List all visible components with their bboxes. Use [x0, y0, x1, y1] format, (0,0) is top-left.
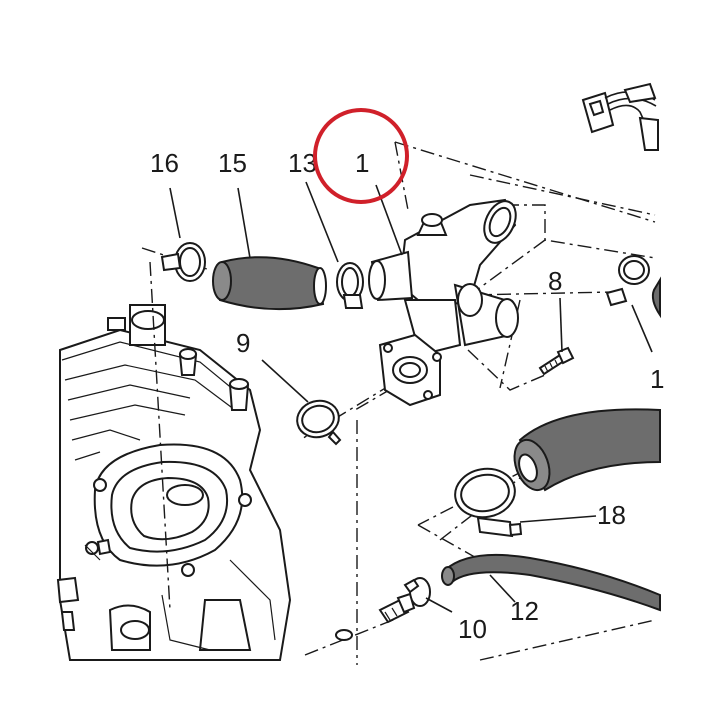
label-part-10: 10	[458, 614, 487, 644]
engine-cylinder-head	[56, 304, 292, 661]
wiring-connector	[581, 82, 659, 151]
thermostat-housing	[368, 198, 519, 407]
label-part-9: 9	[236, 328, 250, 358]
label-part-8: 8	[548, 266, 562, 296]
hose-clamp-large	[454, 467, 523, 538]
hose-clamp-right	[605, 255, 661, 319]
part-labels: 16 15 13 1 8 9 18 12 10 1	[150, 148, 664, 644]
hose-clamp-left	[160, 242, 206, 282]
highlight-circle	[313, 108, 409, 204]
o-ring-seal	[296, 399, 342, 446]
label-part-right-cut: 1	[650, 364, 664, 394]
label-part-16: 16	[150, 148, 179, 178]
label-part-1: 1	[355, 148, 369, 178]
label-part-13: 13	[288, 148, 317, 178]
bolt	[538, 346, 575, 376]
hose-clamp-small	[336, 262, 364, 309]
leader-lines	[169, 181, 653, 613]
coolant-hose-upper	[212, 256, 327, 311]
label-part-18: 18	[597, 500, 626, 530]
breather-hose	[441, 553, 661, 612]
spring-clip-and-fitting	[335, 577, 431, 641]
coolant-hose-lower	[513, 408, 661, 492]
label-part-12: 12	[510, 596, 539, 626]
label-part-15: 15	[218, 148, 247, 178]
